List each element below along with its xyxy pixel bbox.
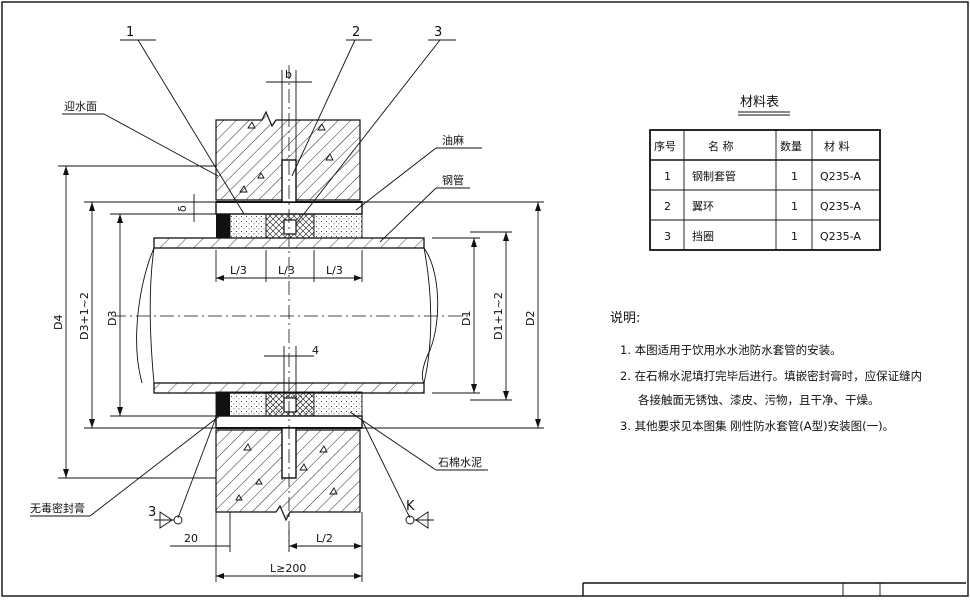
dim-d3: D3 bbox=[106, 311, 119, 326]
materials-row-name: 翼环 bbox=[692, 200, 714, 213]
callout-3: 3 bbox=[434, 25, 442, 40]
dim-l-half: L/2 bbox=[316, 532, 333, 545]
label-steel-pipe: 钢管 bbox=[442, 173, 464, 187]
materials-row-name: 钢制套管 bbox=[692, 169, 736, 183]
section-left-label: 3 bbox=[148, 505, 156, 520]
steel-pipe bbox=[112, 65, 470, 545]
dim-20: 20 bbox=[184, 532, 198, 545]
dim-d2: D2 bbox=[524, 311, 537, 326]
dim-l3-b: L/3 bbox=[278, 264, 295, 277]
dimension-arrows bbox=[63, 166, 541, 579]
leader-lines bbox=[30, 39, 488, 517]
callout-1: 1 bbox=[126, 25, 134, 40]
materials-row-no: 3 bbox=[664, 230, 671, 243]
title-block bbox=[582, 582, 966, 596]
note-3: 3. 其他要求见本图集 刚性防水套管(A型)安装图(一)。 bbox=[620, 419, 894, 433]
materials-row-mat: Q235-A bbox=[820, 200, 861, 213]
materials-title: 材料表 bbox=[740, 95, 779, 110]
note-1: 1. 本图适用于饮用水水池防水套管的安装。 bbox=[620, 343, 842, 357]
dim-gap4: 4 bbox=[312, 344, 319, 357]
label-sealant: 无毒密封膏 bbox=[30, 501, 85, 515]
label-water-face: 迎水面 bbox=[64, 100, 97, 113]
materials-table: 材料表 序号 名 称 数量 材 料 1 钢制套管 1 Q235-A 2 翼环 1… bbox=[649, 95, 881, 251]
materials-header-no: 序号 bbox=[654, 139, 676, 153]
notes-heading: 说明: bbox=[610, 311, 640, 326]
callout-2: 2 bbox=[352, 25, 360, 40]
materials-header-mat: 材 料 bbox=[824, 139, 850, 153]
materials-row-qty: 1 bbox=[791, 230, 798, 243]
materials-header-name: 名 称 bbox=[708, 139, 734, 153]
note-2-cont: 各接触面无锈蚀、漆皮、污物，且干净、干燥。 bbox=[638, 393, 880, 407]
dim-l-total: L≥200 bbox=[270, 562, 306, 575]
dim-d4: D4 bbox=[52, 315, 65, 330]
steel-sleeve-top bbox=[215, 150, 363, 239]
materials-row-no: 2 bbox=[664, 200, 671, 213]
dim-l3-a: L/3 bbox=[230, 264, 247, 277]
materials-row-qty: 1 bbox=[791, 200, 798, 213]
section-symbols bbox=[154, 511, 434, 529]
label-asbestos-cement: 石棉水泥 bbox=[438, 455, 482, 469]
materials-row-qty: 1 bbox=[791, 170, 798, 183]
materials-header-qty: 数量 bbox=[780, 140, 802, 153]
dim-d1-plus: D1+1~2 bbox=[492, 292, 505, 340]
section-right-label: K bbox=[406, 499, 415, 514]
dim-delta: δ bbox=[176, 205, 189, 212]
notes: 说明: 1. 本图适用于饮用水水池防水套管的安装。 2. 在石棉水泥填打完毕后进… bbox=[610, 311, 922, 433]
note-2: 2. 在石棉水泥填打完毕后进行。填嵌密封膏时，应保证缝内 bbox=[620, 369, 922, 383]
dim-l3-c: L/3 bbox=[326, 264, 343, 277]
materials-row-mat: Q235-A bbox=[820, 230, 861, 243]
materials-row-no: 1 bbox=[664, 170, 671, 183]
materials-row-mat: Q235-A bbox=[820, 170, 861, 183]
dim-b: b bbox=[285, 68, 292, 81]
materials-row-name: 挡圈 bbox=[692, 229, 714, 243]
label-oil-hemp: 油麻 bbox=[442, 133, 464, 147]
dim-d1: D1 bbox=[460, 311, 473, 326]
dimension-lines bbox=[58, 70, 544, 582]
dim-d3-plus: D3+1~2 bbox=[78, 292, 91, 340]
